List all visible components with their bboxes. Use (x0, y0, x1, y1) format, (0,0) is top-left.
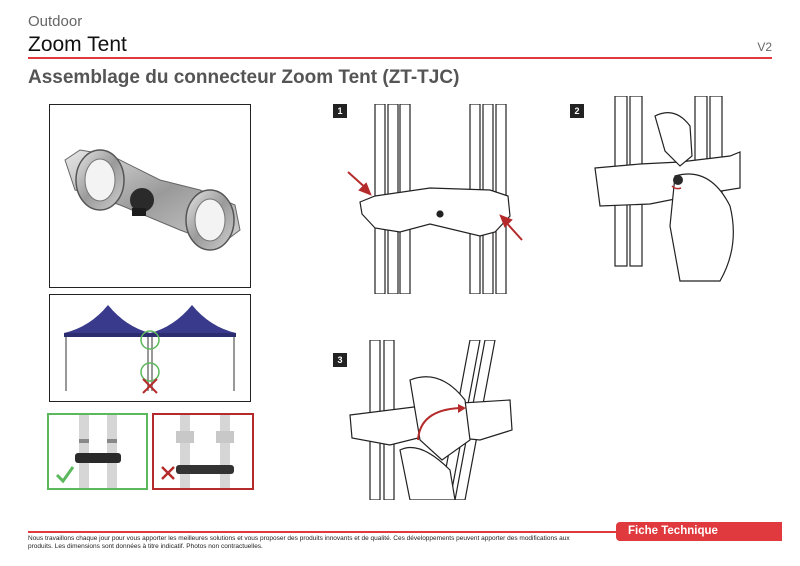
step-2-illustration (594, 96, 741, 282)
connector-photo-frame (49, 104, 251, 288)
cross-icon (161, 466, 175, 480)
wrong-position-cross-icon (142, 378, 158, 394)
step-3-badge: 3 (333, 353, 347, 367)
incorrect-usage-photo (161, 415, 234, 488)
header-divider (28, 57, 772, 59)
checkmark-icon (55, 466, 75, 484)
correct-usage-photo (55, 415, 121, 488)
footer-disclaimer: Nous travaillons chaque jour pour vous a… (28, 535, 570, 550)
tent-diagram-frame (49, 294, 251, 402)
step-3-illustration (349, 340, 513, 500)
correct-usage-frame (47, 413, 148, 490)
footer-divider (28, 531, 618, 533)
version-label: V2 (757, 40, 772, 54)
connector-position-bottom-icon (140, 362, 160, 382)
fiche-technique-badge: Fiche Technique (616, 522, 782, 541)
product-name: Zoom Tent (28, 33, 127, 56)
arrow-icon (347, 171, 523, 241)
step-1-badge: 1 (333, 104, 347, 118)
incorrect-usage-frame (152, 413, 254, 490)
step-1-illustration (347, 104, 523, 294)
tent-diagram (64, 305, 236, 394)
step-2-badge: 2 (570, 104, 584, 118)
connector-photo (64, 149, 241, 251)
page-title: Assemblage du connecteur Zoom Tent (ZT-T… (28, 67, 460, 88)
connector-position-ok-icon (140, 330, 160, 350)
brand-label: Outdoor (28, 13, 83, 30)
